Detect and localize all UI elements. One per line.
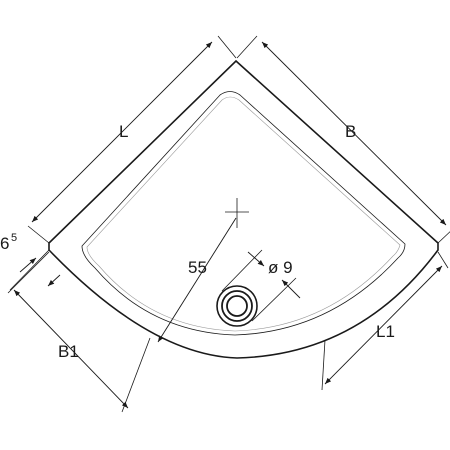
dimension-drain-diameter [221, 249, 301, 322]
dimension-drain-diameter-label: ø 9 [268, 258, 293, 277]
dimension-L1 [321, 251, 449, 391]
drain-icon [216, 285, 258, 327]
dimension-drain-offset [157, 217, 237, 343]
dimension-B-label: B [345, 122, 356, 141]
dimension-height [9, 249, 61, 291]
dimension-drain-offset-label: 55 [188, 258, 207, 277]
dimension-height-sup: 5 [11, 232, 17, 244]
dimension-L1-label: L1 [376, 322, 395, 341]
dimension-height-label: 6 [0, 234, 9, 253]
dimension-B [236, 35, 450, 244]
center-mark [225, 198, 249, 228]
dimension-L-label: L [119, 122, 128, 141]
dimension-B1 [7, 251, 151, 413]
dimension-L [27, 35, 237, 244]
dimension-B1-label: B1 [58, 342, 79, 361]
